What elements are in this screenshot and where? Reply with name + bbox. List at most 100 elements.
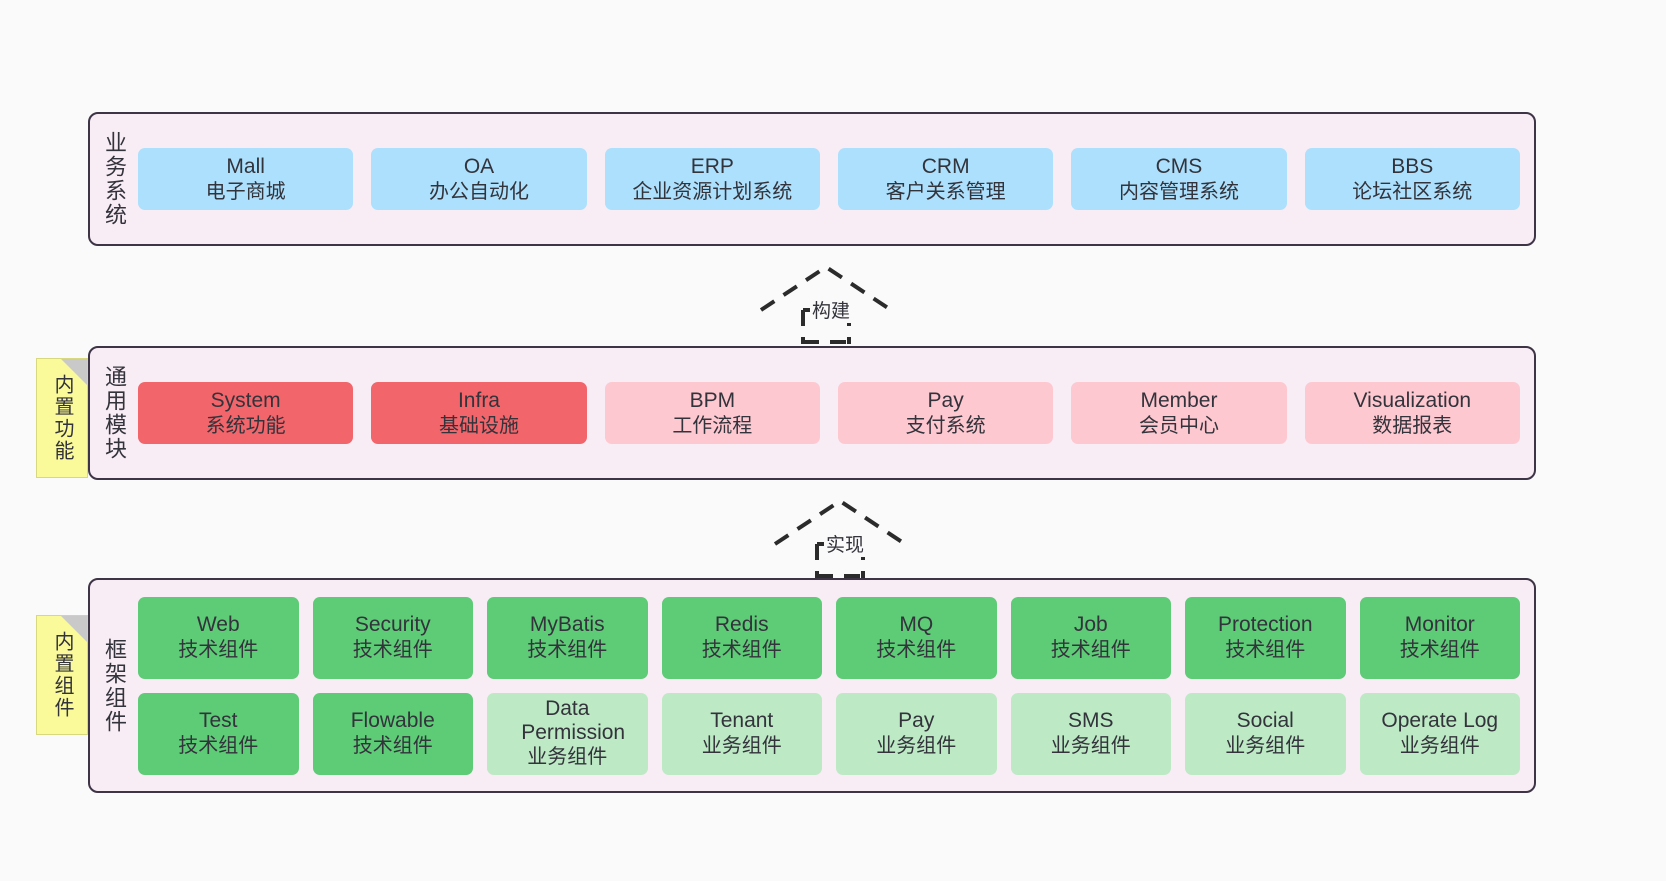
component-box-mq[interactable]: MQ 技术组件 — [836, 596, 997, 679]
module-box-infra[interactable]: Infra 基础设施 — [371, 381, 587, 445]
component-box-social[interactable]: Social 业务组件 — [1185, 692, 1346, 775]
component-name-en: Flowable — [350, 709, 435, 733]
connector-label-build: 构建 — [809, 296, 853, 323]
component-name-cn: 技术组件 — [1399, 639, 1480, 662]
module-name-cn: 系统功能 — [205, 414, 286, 437]
module-name-en: BBS — [1391, 154, 1434, 178]
module-name-cn: 支付系统 — [905, 414, 986, 437]
component-name-cn: 业务组件 — [701, 735, 782, 758]
module-name-cn: 内容管理系统 — [1118, 180, 1239, 203]
component-name-en: Tenant — [710, 709, 774, 733]
component-name-en: Monitor — [1404, 613, 1475, 637]
component-box-monitor[interactable]: Monitor 技术组件 — [1359, 596, 1520, 679]
module-box-system[interactable]: System 系统功能 — [138, 381, 354, 445]
module-box-visualization[interactable]: Visualization 数据报表 — [1304, 381, 1520, 445]
component-name-en: Test — [198, 709, 238, 733]
module-name-en: CMS — [1155, 154, 1203, 178]
layer-framework-component: 框架组件 Web 技术组件 Security 技术组件 MyBatis 技术组件… — [88, 578, 1536, 793]
layer-common-module: 通用模块 System 系统功能 Infra 基础设施 BPM 工作流程 Pay… — [88, 346, 1536, 480]
module-box-mall[interactable]: Mall 电子商城 — [138, 147, 354, 211]
component-name-en: MyBatis — [529, 613, 605, 637]
component-name-en: Social — [1236, 709, 1294, 733]
component-box-protection[interactable]: Protection 技术组件 — [1185, 596, 1346, 679]
component-name-en: Operate Log — [1381, 709, 1499, 733]
component-name-en: Protection — [1217, 613, 1313, 637]
module-name-cn: 工作流程 — [672, 414, 753, 437]
module-name-en: OA — [463, 154, 495, 178]
module-name-en: ERP — [690, 154, 734, 178]
layer-title-common-module: 通用模块 — [101, 365, 127, 461]
component-name-en: Web — [196, 613, 240, 637]
module-name-cn: 客户关系管理 — [885, 180, 1006, 203]
module-name-cn: 办公自动化 — [428, 180, 529, 203]
layer-row: System 系统功能 Infra 基础设施 BPM 工作流程 Pay 支付系统… — [138, 381, 1520, 445]
module-name-en: CRM — [921, 154, 970, 178]
module-box-cms[interactable]: CMS 内容管理系统 — [1071, 147, 1287, 211]
module-name-cn: 论坛社区系统 — [1352, 180, 1473, 203]
module-box-oa[interactable]: OA 办公自动化 — [371, 147, 587, 211]
component-box-web[interactable]: Web 技术组件 — [138, 596, 299, 679]
component-box-data-permission[interactable]: Data Permission 业务组件 — [487, 692, 648, 775]
module-name-en: Visualization — [1353, 388, 1472, 412]
component-box-mybatis[interactable]: MyBatis 技术组件 — [487, 596, 648, 679]
component-box-tenant[interactable]: Tenant 业务组件 — [661, 692, 822, 775]
component-box-operate-log[interactable]: Operate Log 业务组件 — [1359, 692, 1520, 775]
module-name-cn: 企业资源计划系统 — [632, 180, 793, 203]
module-name-en: System — [210, 388, 281, 412]
component-name-cn: 业务组件 — [527, 746, 608, 769]
layer-title-business-system: 业务系统 — [101, 131, 127, 227]
component-name-en: Security — [354, 613, 431, 637]
module-box-crm[interactable]: CRM 客户关系管理 — [837, 147, 1054, 211]
layer-body-business-system: Mall 电子商城 OA 办公自动化 ERP 企业资源计划系统 CRM 客户关系… — [138, 114, 1534, 244]
component-name-cn: 技术组件 — [701, 639, 782, 662]
component-name-cn: 技术组件 — [178, 639, 259, 662]
connector-label-implement: 实现 — [823, 530, 867, 557]
layer-row: Web 技术组件 Security 技术组件 MyBatis 技术组件 Redi… — [138, 596, 1520, 679]
note-builtin-function: 内置功能 — [36, 358, 88, 478]
component-name-cn: 技术组件 — [352, 735, 433, 758]
component-name-cn: 技术组件 — [876, 639, 957, 662]
layer-row: Test 技术组件 Flowable 技术组件 Data Permission … — [138, 692, 1520, 775]
component-box-job[interactable]: Job 技术组件 — [1010, 596, 1171, 679]
module-box-member[interactable]: Member 会员中心 — [1071, 381, 1287, 445]
component-name-cn: 业务组件 — [1225, 735, 1306, 758]
layer-business-system: 业务系统 Mall 电子商城 OA 办公自动化 ERP 企业资源计划系统 CRM… — [88, 112, 1536, 246]
component-name-en: Job — [1073, 613, 1108, 637]
module-box-bbs[interactable]: BBS 论坛社区系统 — [1304, 147, 1520, 211]
layer-title-framework-component: 框架组件 — [101, 637, 127, 734]
module-name-en: BPM — [689, 388, 736, 412]
note-label: 内置功能 — [51, 374, 73, 462]
component-box-sms[interactable]: SMS 业务组件 — [1010, 692, 1171, 775]
module-name-cn: 数据报表 — [1372, 414, 1453, 437]
component-name-cn: 技术组件 — [178, 735, 259, 758]
module-box-erp[interactable]: ERP 企业资源计划系统 — [604, 147, 820, 211]
component-name-en: Redis — [714, 613, 769, 637]
component-name-cn: 技术组件 — [352, 639, 433, 662]
note-fold-corner-icon — [61, 616, 87, 642]
component-name-cn: 业务组件 — [1399, 735, 1480, 758]
note-fold-corner-icon — [61, 359, 87, 385]
module-name-cn: 电子商城 — [205, 180, 286, 203]
module-name-cn: 会员中心 — [1138, 414, 1219, 437]
component-box-security[interactable]: Security 技术组件 — [312, 596, 473, 679]
component-name-en: MQ — [899, 613, 934, 637]
module-box-bpm[interactable]: BPM 工作流程 — [604, 381, 820, 445]
component-name-cn: 技术组件 — [1225, 639, 1306, 662]
module-name-en: Member — [1140, 388, 1218, 412]
component-box-pay[interactable]: Pay 业务组件 — [836, 692, 997, 775]
generalization-arrow-icon — [759, 264, 893, 344]
module-name-en: Mall — [226, 154, 265, 178]
module-box-pay[interactable]: Pay 支付系统 — [837, 381, 1054, 445]
layer-body-common-module: System 系统功能 Infra 基础设施 BPM 工作流程 Pay 支付系统… — [138, 348, 1534, 478]
component-name-cn: 技术组件 — [527, 639, 608, 662]
layer-row: Mall 电子商城 OA 办公自动化 ERP 企业资源计划系统 CRM 客户关系… — [138, 147, 1520, 211]
component-box-redis[interactable]: Redis 技术组件 — [661, 596, 822, 679]
component-name-en: SMS — [1067, 709, 1114, 733]
component-box-test[interactable]: Test 技术组件 — [138, 692, 299, 775]
connector-implement: 实现 — [770, 496, 920, 578]
module-name-cn: 基础设施 — [438, 414, 519, 437]
component-name-cn: 业务组件 — [876, 735, 957, 758]
component-box-flowable[interactable]: Flowable 技术组件 — [312, 692, 473, 775]
layer-body-framework-component: Web 技术组件 Security 技术组件 MyBatis 技术组件 Redi… — [138, 580, 1534, 791]
